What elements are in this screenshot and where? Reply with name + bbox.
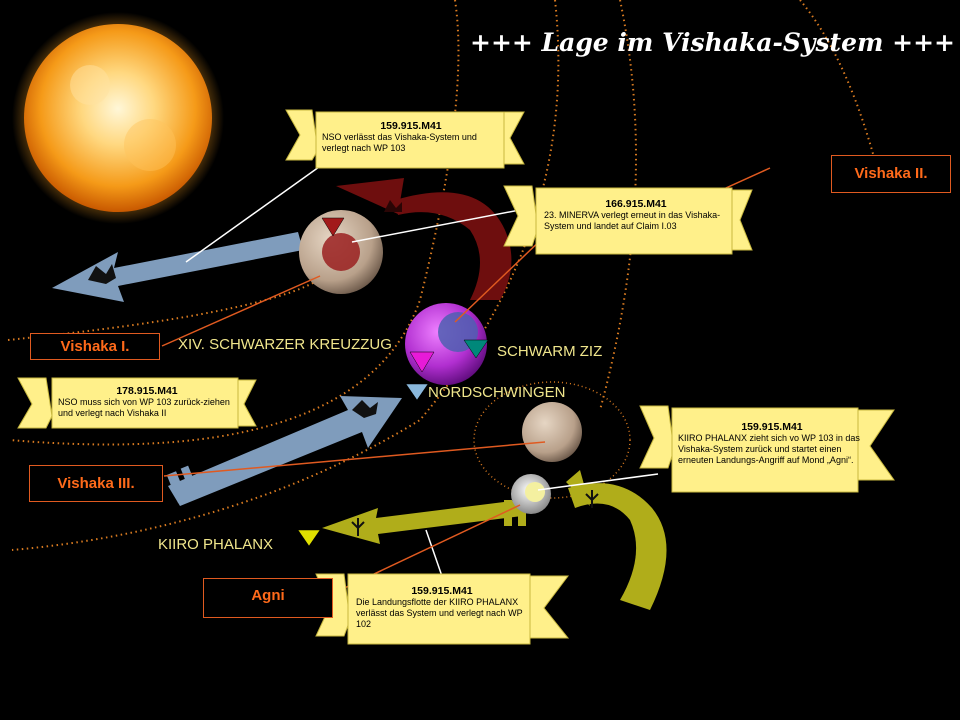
planet-vishaka-1 [299,210,383,294]
orbit-gas-right [799,0,881,181]
event-date: 159.915.M41 [380,120,442,132]
event-date: 159.915.M41 [741,421,803,433]
phalanx-glyphs [351,490,599,536]
marker-nordschwingen [405,383,429,401]
orbit-middle [11,0,560,551]
olive-arrows [322,470,667,610]
moon-agni [511,474,551,514]
event-scrolls [17,109,895,645]
page-title: +++ Lage im Vishaka-System +++ [470,28,955,57]
event-text: NSO verlässt das Vishaka-System und verl… [322,132,477,153]
orbit-vishaka-1 [7,269,331,341]
label-vishaka-3: Vishaka III. [29,465,163,502]
event-scroll-5: 159.915.M41 Die Landungsflotte der KIIRO… [356,586,528,630]
sun [12,12,224,224]
scroll-3 [17,377,257,429]
event-text: Die Landungsflotte der KIIRO PHALANX ver… [356,597,523,629]
event-date: 178.915.M41 [116,385,178,397]
event-scroll-2: 166.915.M41 23. MINERVA verlegt erneut i… [544,199,728,232]
orbit-outer [9,0,460,446]
red-attack-arrow [336,178,512,300]
phalanx-glyph-right [585,490,599,508]
blue-arrow-lower [166,396,402,506]
warband-glyph-top [384,200,402,212]
scroll-2 [503,185,753,255]
label-vishaka-1: Vishaka I. [30,333,160,360]
event-scroll-3: 178.915.M41 NSO muss sich von WP 103 zur… [58,386,236,419]
force-schwarzer-kreuzzug: XIV. SCHWARZER KREUZZUG [178,336,392,353]
event-scroll-4: 159.915.M41 KIIRO PHALANX zieht sich vo … [678,422,866,466]
marker-kiiro-phalanx [297,529,321,547]
event-text: NSO muss sich von WP 103 zurück-ziehen u… [58,397,230,418]
force-nordschwingen: NORDSCHWINGEN [428,384,566,401]
nso-glyph-lower [352,400,378,418]
planet-vishaka-3 [522,402,582,462]
event-text: 23. MINERVA verlegt erneut in das Vishak… [544,210,721,231]
event-scroll-1: 159.915.M41 NSO verlässt das Vishaka-Sys… [322,121,500,154]
marker-schwarm-ziz-teal [463,339,489,359]
scroll-4 [639,405,895,493]
force-schwarm-ziz: SCHWARM ZIZ [497,343,603,360]
nso-glyph-left [88,264,116,284]
event-date: 166.915.M41 [605,198,667,210]
phalanx-glyph-left [351,518,365,536]
force-kiiro-phalanx: KIIRO PHALANX [158,536,274,553]
fleet-glyphs [88,200,402,418]
orbit-vishaka-3 [473,381,631,499]
marker-schwarzer-kreuzzug [321,217,345,237]
event-text: KIIRO PHALANX zieht sich vo WP 103 in da… [678,433,860,465]
blue-arrow-left [52,232,303,302]
label-agni: Agni [203,578,333,618]
label-vishaka-2: Vishaka II. [831,155,951,193]
marker-schwarm-ziz-pink [409,351,435,373]
force-markers [297,217,489,547]
event-date: 159.915.M41 [411,585,473,597]
scroll-1 [285,109,525,169]
